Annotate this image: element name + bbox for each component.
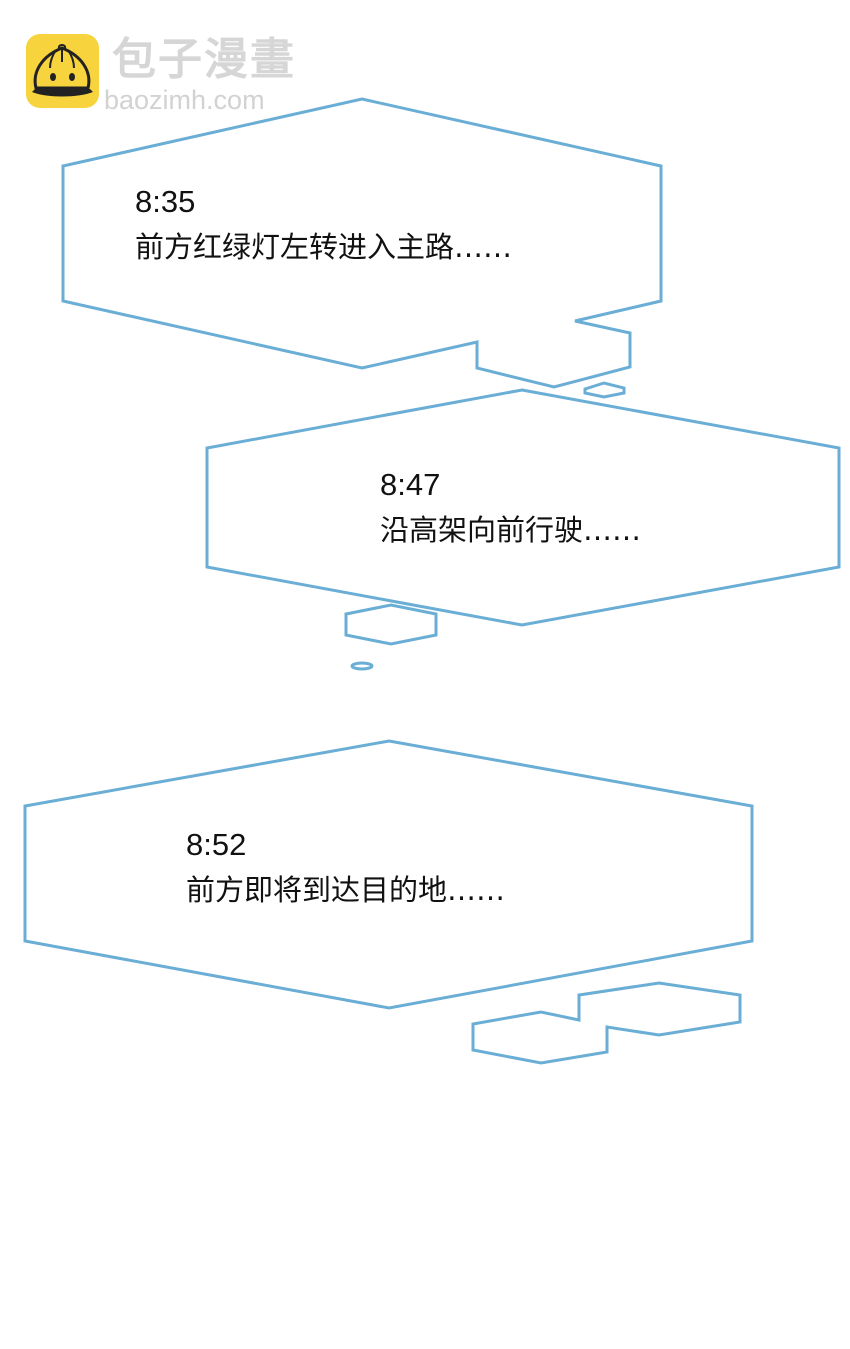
bubble-2-time: 8:47	[380, 467, 441, 502]
speech-bubble-2	[205, 388, 841, 627]
speech-bubble-3	[23, 739, 754, 1010]
bubble-2-message: 沿高架向前行驶……	[380, 513, 642, 547]
bubble-tail-dot-1	[583, 381, 626, 399]
bubble-1-time: 8:35	[135, 184, 196, 219]
speech-bubble-1	[61, 97, 663, 389]
bubble-2-content: 8:47 沿高架向前行驶……	[380, 466, 641, 550]
steamed-bun-icon	[26, 34, 99, 108]
bubble-1-content: 8:35 前方红绿灯左转进入主路……	[135, 183, 512, 267]
watermark-brand-cn: 包子漫畫	[112, 34, 296, 85]
bubble-3-content: 8:52 前方即将到达目的地……	[186, 826, 505, 910]
bubble-tail-3	[471, 981, 742, 1065]
bubble-1-message: 前方红绿灯左转进入主路……	[135, 230, 513, 264]
bubble-3-time: 8:52	[186, 827, 247, 862]
bubble-tail-dot-2	[350, 661, 374, 671]
bubble-3-message: 前方即将到达目的地……	[186, 873, 506, 907]
bubble-tail-hex-2	[344, 603, 438, 646]
watermark-brand-url: baozimh.com	[104, 85, 265, 115]
